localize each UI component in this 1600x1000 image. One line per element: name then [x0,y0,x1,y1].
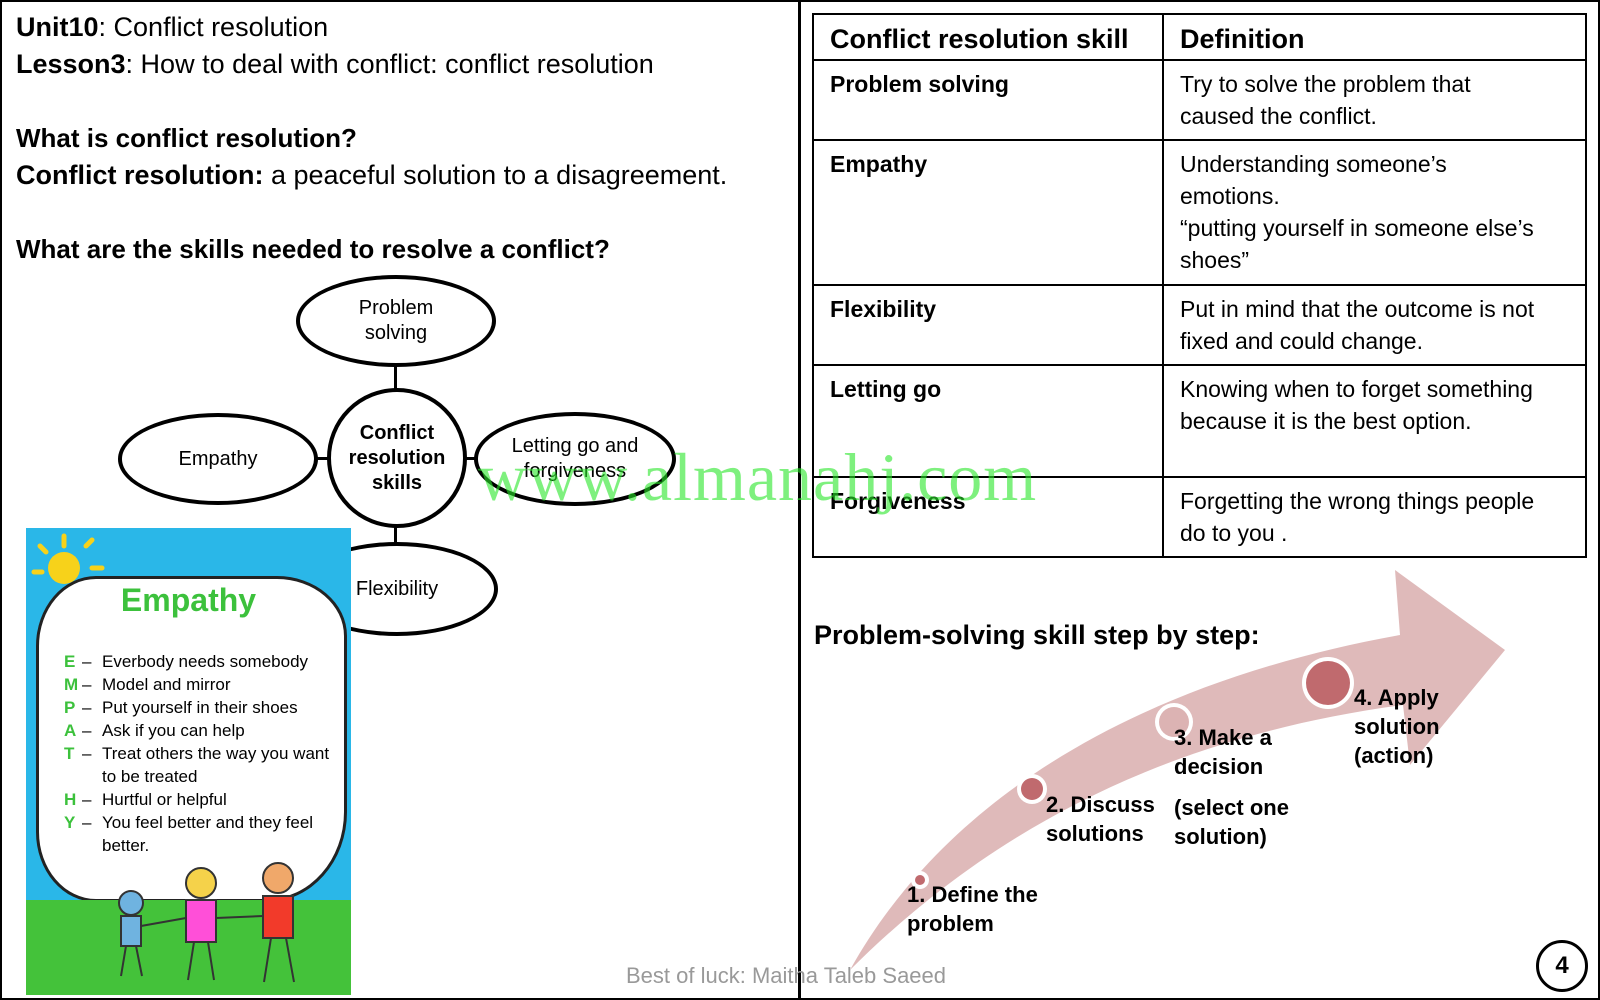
table-row: Letting go Knowing when to forget someth… [812,364,1587,478]
lesson-label: Lesson3 [16,49,126,79]
poster-item: P–Put yourself in their shoes [64,698,298,717]
children-drawing-icon [118,862,295,983]
left-panel-text: Unit10: Conflict resolution Lesson3: How… [16,9,786,268]
table-row: Flexibility Put in mind that the outcome… [812,284,1587,366]
unit-label: Unit10 [16,12,99,42]
table-row: Forgiveness Forgetting the wrong things … [812,476,1587,558]
skill-cell: Flexibility [812,284,1164,366]
table-header: Definition [1162,13,1587,61]
skill-cell: Empathy [812,139,1164,286]
poster-list: E–Everbody needs somebody M–Model and mi… [64,650,351,857]
definition-line: Conflict resolution: a peaceful solution… [16,157,786,194]
table-header: Conflict resolution skill [812,13,1164,61]
connector-bottom [394,522,397,544]
empathy-poster: Empathy E–Everbody needs somebody M–Mode… [26,528,351,995]
definition-text: a peaceful solution to a disagreement. [263,160,728,190]
steps-arrow-graphic [850,570,1505,970]
connector-right [463,457,477,460]
unit-heading: Unit10: Conflict resolution [16,9,786,46]
poster-item: A–Ask if you can help [64,721,245,740]
skills-table: Conflict resolution skill Definition Pro… [812,13,1587,558]
poster-item: E–Everbody needs somebody [64,652,309,671]
lesson-heading: Lesson3: How to deal with conflict: conf… [16,46,786,83]
skills-question: What are the skills needed to resolve a … [16,234,610,264]
table-row: Problem solving Try to solve the problem… [812,59,1587,141]
unit-title: : Conflict resolution [98,12,329,42]
steps-title: Problem-solving skill step by step: [814,620,1260,650]
page-number: 4 [1536,940,1588,992]
poster-item: M–Model and mirror [64,675,231,694]
poster-title: Empathy [120,582,257,618]
skill-cell: Forgiveness [812,476,1164,558]
connector-left [316,457,328,460]
footer-credit: Best of luck: Maitha Taleb Saeed [626,963,947,988]
poster-item: H–Hurtful or helpful [64,790,227,809]
skill-cell: Letting go [812,364,1164,478]
definition-term: Conflict resolution: [16,160,264,190]
diagram-node-left: Empathy [118,413,318,505]
table-header-row: Conflict resolution skill Definition [812,13,1587,61]
skill-cell: Problem solving [812,59,1164,141]
definition-question: What is conflict resolution? [16,123,357,153]
connector-top [394,364,397,392]
lesson-title: : How to deal with conflict: conflict re… [125,49,654,79]
watermark: www.almanahj.com [478,439,1038,515]
poster-item: T–Treat others the way you want to be tr… [64,744,330,786]
poster-cloud [36,576,347,902]
center-divider [798,0,801,1000]
poster-item: Y–You feel better and they feel better. [64,813,314,855]
